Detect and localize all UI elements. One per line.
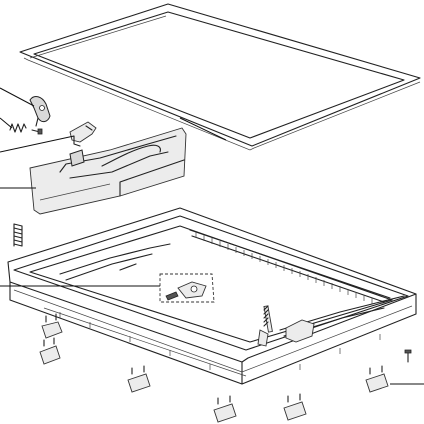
mounting-foot — [283, 393, 307, 421]
screw — [404, 349, 412, 363]
roof-seal-gasket — [19, 3, 421, 151]
mounting-foot — [39, 337, 61, 365]
small-pin — [31, 128, 43, 135]
leader-line-lever — [0, 87, 35, 107]
leader-line-clip — [0, 135, 75, 153]
coil-spring — [13, 223, 23, 247]
mounting-foot — [213, 395, 237, 423]
latch-insert — [159, 273, 215, 303]
lever-latch — [29, 96, 51, 127]
small-spring — [9, 123, 27, 133]
base-frame — [7, 207, 417, 385]
leader-lines — [0, 87, 424, 385]
leader-line-spring — [0, 117, 13, 129]
leader-line-seal — [179, 117, 227, 141]
frame-ribs — [195, 232, 373, 304]
mounting-foot — [127, 365, 151, 393]
mounting-foot — [365, 365, 389, 393]
hinge-bracket — [29, 127, 187, 215]
clip-bracket — [69, 121, 97, 147]
mounting-foot — [41, 313, 63, 339]
mounting-feet — [39, 313, 389, 423]
